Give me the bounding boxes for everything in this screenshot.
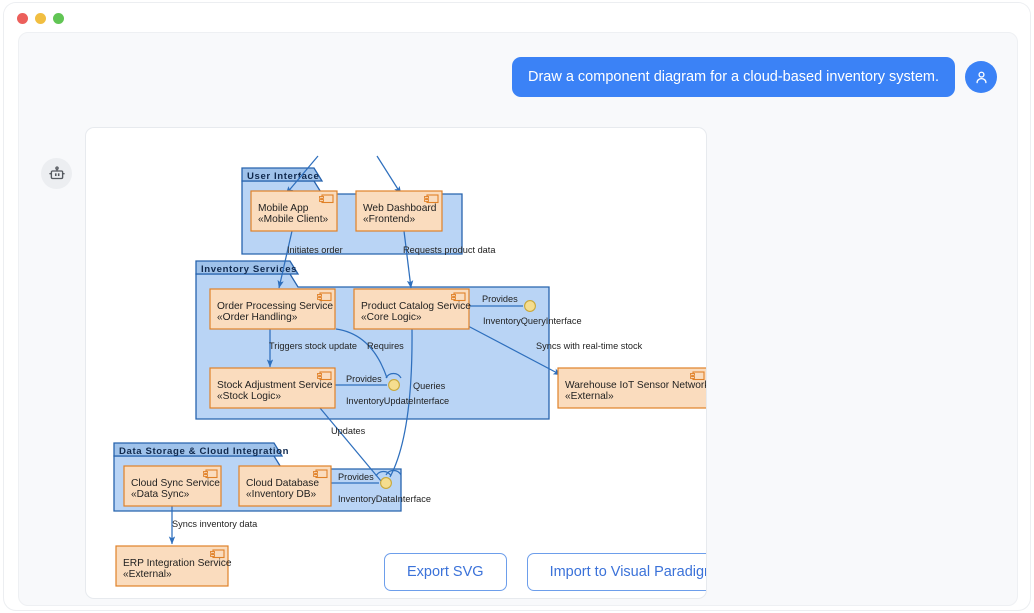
component-stereotype: «External» <box>123 569 172 580</box>
diagram-edges <box>168 155 562 545</box>
component-stereotype: «Inventory DB» <box>246 489 317 500</box>
component-web-dashboard[interactable]: Web Dashboard «Frontend» <box>355 190 443 232</box>
chat-surface: Draw a component diagram for a cloud-bas… <box>18 32 1018 606</box>
app-window: Draw a component diagram for a cloud-bas… <box>4 3 1030 610</box>
edge-label: Syncs inventory data <box>172 519 258 529</box>
component-icon <box>424 194 439 204</box>
interface-inventory-data[interactable]: Provides InventoryDataInterface <box>338 469 431 504</box>
component-icon <box>317 371 332 381</box>
assistant-avatar <box>41 158 72 189</box>
edge-updates <box>319 407 382 482</box>
edge-label: Triggers stock update <box>269 341 357 351</box>
component-order-processing-service[interactable]: Order Processing Service «Order Handling… <box>209 288 336 330</box>
close-icon[interactable] <box>17 13 28 24</box>
provides-label: Provides <box>346 374 382 384</box>
component-stock-adjustment-service[interactable]: Stock Adjustment Service «Stock Logic» <box>209 367 336 409</box>
edge-queries <box>389 328 413 478</box>
edge-label: Initiates order <box>287 245 343 255</box>
user-message-row: Draw a component diagram for a cloud-bas… <box>511 57 997 98</box>
provides-label: Provides <box>482 294 518 304</box>
component-product-catalog-service[interactable]: Product Catalog Service «Core Logic» <box>353 288 471 330</box>
component-stereotype: «Mobile Client» <box>258 214 329 225</box>
component-name: Web Dashboard <box>363 203 437 214</box>
edge-label: Updates <box>331 426 366 436</box>
component-cloud-sync-service[interactable]: Cloud Sync Service «Data Sync» <box>123 465 222 507</box>
component-name: Stock Adjustment Service <box>217 380 333 391</box>
component-icon <box>451 292 466 302</box>
user-avatar <box>965 61 997 94</box>
edge-label: Requires <box>367 341 404 351</box>
package-label: Inventory Services <box>201 264 297 275</box>
edge-label: Requests product data <box>403 245 496 255</box>
edge-label: Syncs with real-time stock <box>536 341 643 351</box>
component-icon <box>317 292 332 302</box>
robot-icon <box>48 165 65 179</box>
component-diagram[interactable]: User Interface Inventory Services Data S… <box>86 128 706 598</box>
import-visual-paradigm-button[interactable]: Import to Visual Paradigm <box>526 553 706 591</box>
component-icon <box>690 371 705 381</box>
diagram-card: User Interface Inventory Services Data S… <box>85 127 707 599</box>
minimize-icon[interactable] <box>35 13 46 24</box>
component-stereotype: «External» <box>565 391 614 402</box>
edge-syncs-real-time-stock <box>467 325 562 376</box>
component-name: Order Processing Service <box>217 301 333 312</box>
component-icon <box>203 469 218 479</box>
component-cloud-database[interactable]: Cloud Database «Inventory DB» <box>238 465 332 507</box>
component-icon <box>319 194 334 204</box>
package-label: User Interface <box>247 171 319 182</box>
maximize-icon[interactable] <box>53 13 64 24</box>
user-message-bubble: Draw a component diagram for a cloud-bas… <box>511 57 955 98</box>
interface-name: InventoryQueryInterface <box>483 316 582 326</box>
component-name: ERP Integration Service <box>123 558 232 569</box>
window-titlebar <box>4 3 1030 32</box>
edge-label: Queries <box>413 381 446 391</box>
component-name: Cloud Database <box>246 478 319 489</box>
component-stereotype: «Core Logic» <box>361 312 422 323</box>
component-name: Mobile App <box>258 203 309 214</box>
interface-name: InventoryUpdateInterface <box>346 396 449 406</box>
provides-label: Provides <box>338 472 374 482</box>
user-icon <box>975 71 987 83</box>
edge-label-group: Initiates order Requests product data Tr… <box>172 245 643 529</box>
export-svg-button[interactable]: Export SVG <box>384 553 507 591</box>
component-stereotype: «Order Handling» <box>217 312 298 323</box>
edge-initiates-order <box>277 230 293 289</box>
component-icon <box>313 469 328 479</box>
component-stereotype: «Stock Logic» <box>217 391 281 402</box>
edge-requires <box>335 328 388 379</box>
component-mobile-app[interactable]: Mobile App «Mobile Client» <box>250 190 338 232</box>
component-stereotype: «Data Sync» <box>131 489 190 500</box>
component-icon <box>210 549 225 559</box>
component-erp-integration-service[interactable]: ERP Integration Service «External» <box>115 545 232 587</box>
component-name: Product Catalog Service <box>361 301 471 312</box>
interface-name: InventoryDataInterface <box>338 494 431 504</box>
edge-requests-product-data <box>403 230 414 289</box>
component-stereotype: «Frontend» <box>363 214 415 225</box>
component-warehouse-iot-sensor-network[interactable]: Warehouse IoT Sensor Network «External» <box>557 367 706 409</box>
package-label: Data Storage & Cloud Integration <box>119 446 289 457</box>
component-name: Cloud Sync Service <box>131 478 220 489</box>
interface-inventory-update[interactable]: Provides InventoryUpdateInterface <box>346 372 449 407</box>
edge-external-to-web <box>376 155 402 195</box>
diagram-actions: Export SVG Import to Visual Paradigm <box>384 553 706 591</box>
component-name: Warehouse IoT Sensor Network <box>565 380 706 391</box>
edge-external-to-mobile <box>285 155 319 195</box>
interface-inventory-query[interactable]: Provides InventoryQueryInterface <box>482 294 582 326</box>
